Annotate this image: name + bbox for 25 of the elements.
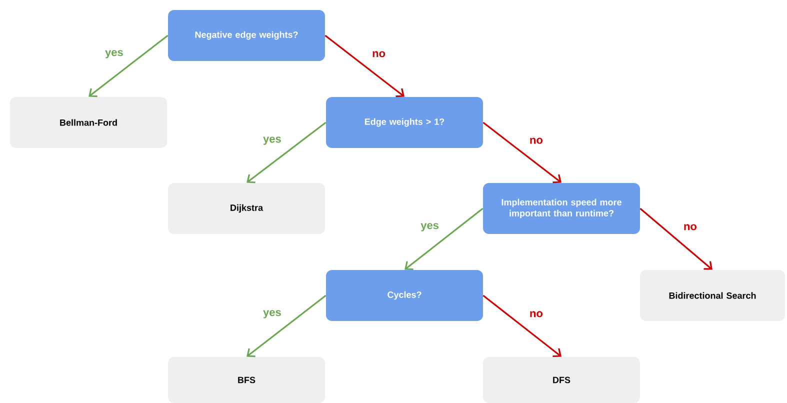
arrow	[88, 34, 168, 98]
decision-box: Implementation speed more important than runtime?	[483, 183, 640, 234]
edge-label: yes	[105, 50, 123, 58]
arrow	[482, 294, 562, 358]
result-box: Bidirectional Search	[640, 270, 785, 321]
result-box: DFS	[483, 357, 640, 403]
edge-label: yes	[263, 136, 281, 145]
decision-box: Edge weights > 1?	[326, 97, 483, 148]
edge-label: no	[530, 311, 542, 318]
arrow	[246, 294, 326, 358]
result-box: Dijkstra	[168, 183, 325, 234]
arrow	[324, 34, 404, 98]
edge-label: yes	[263, 310, 281, 318]
result-box: Bellman-Ford	[10, 97, 167, 148]
decision-box: Cycles?	[326, 270, 483, 321]
arrow	[640, 208, 712, 270]
arrow	[482, 122, 562, 184]
arrow	[246, 122, 326, 184]
result-box: BFS	[168, 357, 325, 403]
arrow	[404, 208, 484, 270]
edge-label: no	[530, 138, 542, 144]
decision-box: Negative edge weights?	[168, 10, 325, 61]
edge-label: yes	[420, 223, 439, 232]
edge-label: no	[372, 51, 386, 58]
edge-label: no	[684, 224, 696, 230]
